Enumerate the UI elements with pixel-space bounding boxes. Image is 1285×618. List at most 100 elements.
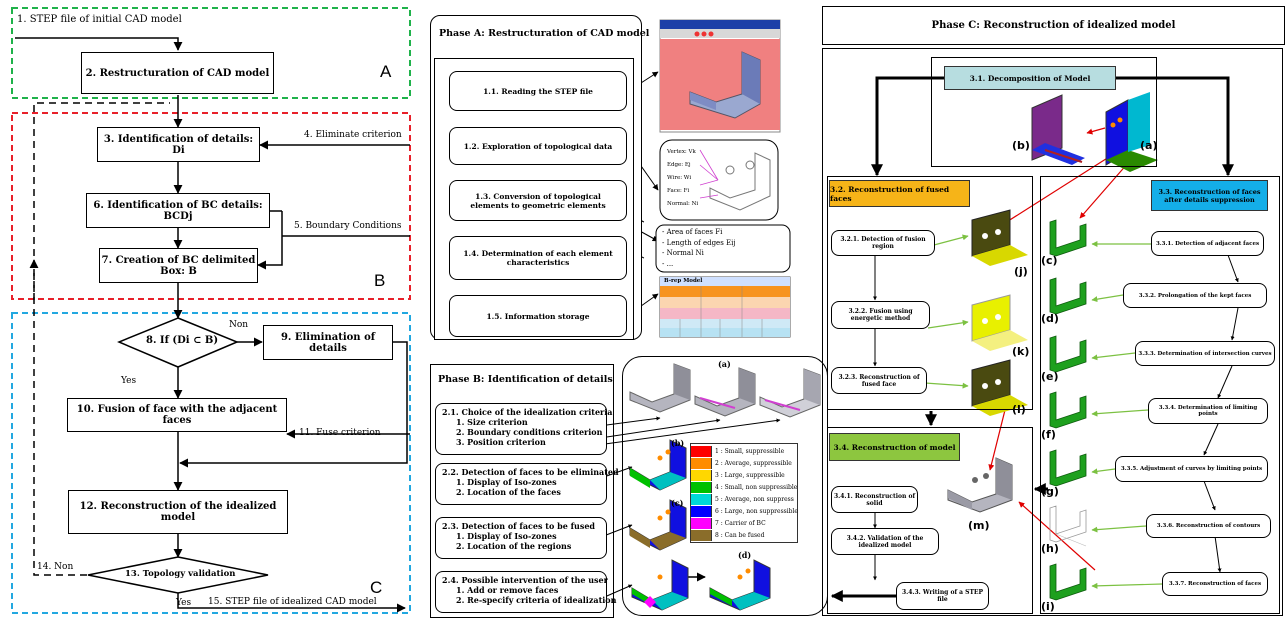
box2-restructuration: 2. Restructuration of CAD model bbox=[81, 52, 274, 94]
char-item: - Area of faces Fi bbox=[662, 228, 723, 236]
topo-label: Normal: Ni bbox=[667, 201, 699, 207]
after-step-5: 3.3.5. Adjustment of curves by limiting … bbox=[1115, 456, 1268, 482]
decomposition-frame bbox=[931, 57, 1157, 167]
legend-text: 1 : Small, suppressible bbox=[715, 448, 785, 455]
fused-step-2: 3.2.2. Fusion using energetic method bbox=[831, 301, 930, 329]
step4-label: 4. Eliminate criterion bbox=[304, 130, 402, 140]
criteria-item: 3. Position criterion bbox=[456, 437, 546, 447]
phase-b-images bbox=[629, 363, 821, 611]
label-h: (h) bbox=[1041, 542, 1059, 555]
label-i: (i) bbox=[1041, 600, 1055, 613]
image-label-b: (b) bbox=[671, 438, 685, 448]
brep-title: B-rep Model bbox=[664, 278, 703, 284]
loop-back-arrow bbox=[29, 102, 170, 576]
label-g: (g) bbox=[1041, 485, 1059, 498]
criteria-item: 2. Re-specify criteria of idealization bbox=[456, 595, 617, 605]
criteria-box-3: 2.3. Detection of faces to be fused 1. D… bbox=[435, 517, 607, 559]
region-a-label: A bbox=[380, 62, 392, 81]
legend-text: 7 : Carrier of BC bbox=[715, 520, 766, 527]
step11-label: 11. Fuse criterion bbox=[299, 428, 381, 438]
criteria-item: 1. Size criterion bbox=[456, 417, 528, 427]
box3-identification: 3. Identification of details: Di bbox=[97, 127, 260, 162]
legend-swatch bbox=[691, 470, 712, 481]
criteria-item: 2. Location of the faces bbox=[456, 487, 561, 497]
criteria-box-4: 2.4. Possible intervention of the user 1… bbox=[435, 571, 617, 613]
characteristics-list: - Area of faces Fi - Length of edges Eij… bbox=[662, 227, 736, 269]
criteria-title: 2.2. Detection of faces to be eliminated bbox=[442, 467, 619, 477]
fused-faces-title: 3.2. Reconstruction of fused faces bbox=[829, 180, 970, 207]
topo-label: Face: Fi bbox=[667, 188, 690, 194]
region-c-label: C bbox=[370, 578, 383, 597]
legend-text: 2 : Average, suppressible bbox=[715, 460, 792, 467]
label-k: (k) bbox=[1012, 345, 1030, 358]
phase-c-big-arrows bbox=[830, 76, 1234, 602]
region-b-label: B bbox=[374, 271, 386, 290]
model-title: 3.4. Reconstruction of model bbox=[829, 433, 960, 461]
fused-faces-frame bbox=[827, 176, 1033, 410]
model-frame bbox=[827, 427, 1033, 614]
label-c: (c) bbox=[1041, 254, 1058, 267]
step1-label: 1. STEP file of initial CAD model bbox=[17, 14, 182, 25]
after-step-4: 3.3.4. Determination of limiting points bbox=[1148, 398, 1268, 424]
criteria-item: 2. Location of the regions bbox=[456, 541, 572, 551]
label-d: (d) bbox=[1041, 312, 1059, 325]
legend-swatch bbox=[691, 446, 712, 457]
legend-text: 4 : Small, non suppressible bbox=[715, 484, 798, 491]
label-m: (m) bbox=[968, 519, 990, 532]
legend-swatch bbox=[691, 458, 712, 469]
legend-swatch bbox=[691, 530, 712, 541]
fused-step-3: 3.2.3. Reconstruction of fused face bbox=[831, 367, 927, 394]
box7-bc-box: 7. Creation of BC delimited Box: B bbox=[99, 248, 258, 283]
after-suppression-title: 3.3. Reconstruction of faces after detai… bbox=[1151, 180, 1268, 211]
criteria-title: 2.1. Choice of the idealization criteria bbox=[442, 407, 613, 417]
phase-b-title: Phase B: Identification of details bbox=[438, 374, 613, 385]
legend-swatch bbox=[691, 506, 712, 517]
phase-c-panel bbox=[822, 48, 1283, 616]
criteria-title: 2.4. Possible intervention of the user bbox=[442, 575, 608, 585]
region-c-frame bbox=[11, 312, 411, 614]
phase-a-step-1: 1.1. Reading the STEP file bbox=[449, 71, 627, 111]
criteria-item: 1. Add or remove faces bbox=[456, 585, 559, 595]
step14-label: 14. Non bbox=[37, 562, 74, 572]
box12-reconstruction: 12. Reconstruction of the idealized mode… bbox=[68, 490, 288, 534]
phase-a-step-3: 1.3. Conversion of topological elements … bbox=[449, 180, 627, 221]
legend-swatch bbox=[691, 518, 712, 529]
phase-c-title: Phase C: Reconstruction of idealized mod… bbox=[822, 6, 1285, 45]
topo-label: Wire: Wi bbox=[667, 175, 692, 181]
model-step-2: 3.4.2. Validation of the idealized model bbox=[831, 528, 939, 555]
phase-c-green-arrows bbox=[924, 234, 1163, 589]
topology-image bbox=[659, 139, 779, 221]
label-l: (l) bbox=[1012, 403, 1026, 416]
characteristics-box bbox=[655, 224, 791, 273]
legend-text: 5 : Average, non suppress bbox=[715, 496, 794, 503]
after-suppression-frame bbox=[1040, 176, 1280, 614]
box10-fusion: 10. Fusion of face with the adjacent fac… bbox=[67, 398, 287, 432]
criteria-box-1: 2.1. Choice of the idealization criteria… bbox=[435, 403, 613, 455]
image-label-c: (c) bbox=[671, 498, 684, 508]
label-a: (a) bbox=[1140, 139, 1158, 152]
box6-bc-details: 6. Identification of BC details: BCDj bbox=[86, 193, 270, 228]
model-step-3: 3.4.3. Writing of a STEP file bbox=[896, 582, 989, 610]
region-b-frame bbox=[11, 112, 411, 300]
after-step-1: 3.3.1. Detection of adjacent faces bbox=[1151, 231, 1264, 256]
fused-step-1: 3.2.1. Detection of fusion region bbox=[831, 230, 935, 256]
criteria-item: 1. Display of Iso-zones bbox=[456, 531, 557, 541]
char-item: - Normal Ni bbox=[662, 249, 704, 257]
box9-elimination: 9. Elimination of details bbox=[263, 325, 393, 360]
non-label-1: Non bbox=[229, 320, 249, 330]
label-b: (b) bbox=[1012, 139, 1030, 152]
yes-label-1: Yes bbox=[121, 376, 137, 386]
phase-a-step-2: 1.2. Exploration of topological data bbox=[449, 127, 627, 165]
step5-label: 5. Boundary Conditions bbox=[294, 221, 402, 231]
legend-text: 8 : Can be fused bbox=[715, 532, 765, 539]
brep-table bbox=[659, 276, 791, 338]
phase-c-thin-arrows bbox=[873, 254, 1239, 581]
legend-swatch bbox=[691, 482, 712, 493]
phase-c-red-arrows bbox=[988, 127, 1136, 571]
step15-label: 15. STEP file of idealized CAD model bbox=[208, 597, 377, 607]
yes-label-2: Yes bbox=[176, 598, 192, 608]
phase-a-step-4: 1.4. Determination of each element chara… bbox=[449, 236, 627, 280]
label-j: (j) bbox=[1014, 265, 1028, 278]
after-step-2: 3.3.2. Prolongation of the kept faces bbox=[1123, 283, 1267, 308]
